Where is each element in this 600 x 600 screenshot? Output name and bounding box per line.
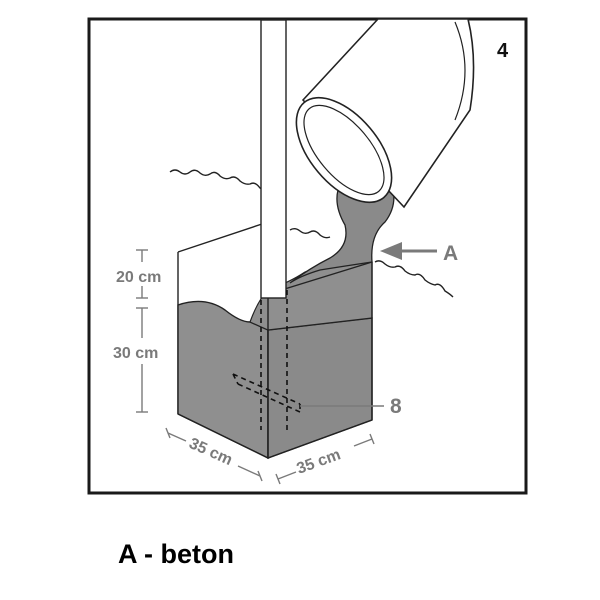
callout-label-8: 8 [390,395,402,418]
dimension-vertical [136,249,148,413]
callout-label-a: A [443,242,458,265]
hole-front-outline [177,261,373,459]
dim-top-height: 20 cm [116,269,161,286]
post [260,19,287,299]
bucket [295,18,475,209]
ground-line-left [169,169,269,193]
caption: A - beton [118,539,234,569]
dimension-bottom-right [275,433,375,485]
anchor-bar [232,373,301,413]
post-hidden-part [260,290,288,432]
callout-arrow-a [380,242,437,260]
dimension-bottom-left [165,427,263,482]
dim-concrete-height: 30 cm [113,345,158,362]
ground-line-right [289,228,454,298]
step-number: 4 [497,40,509,62]
